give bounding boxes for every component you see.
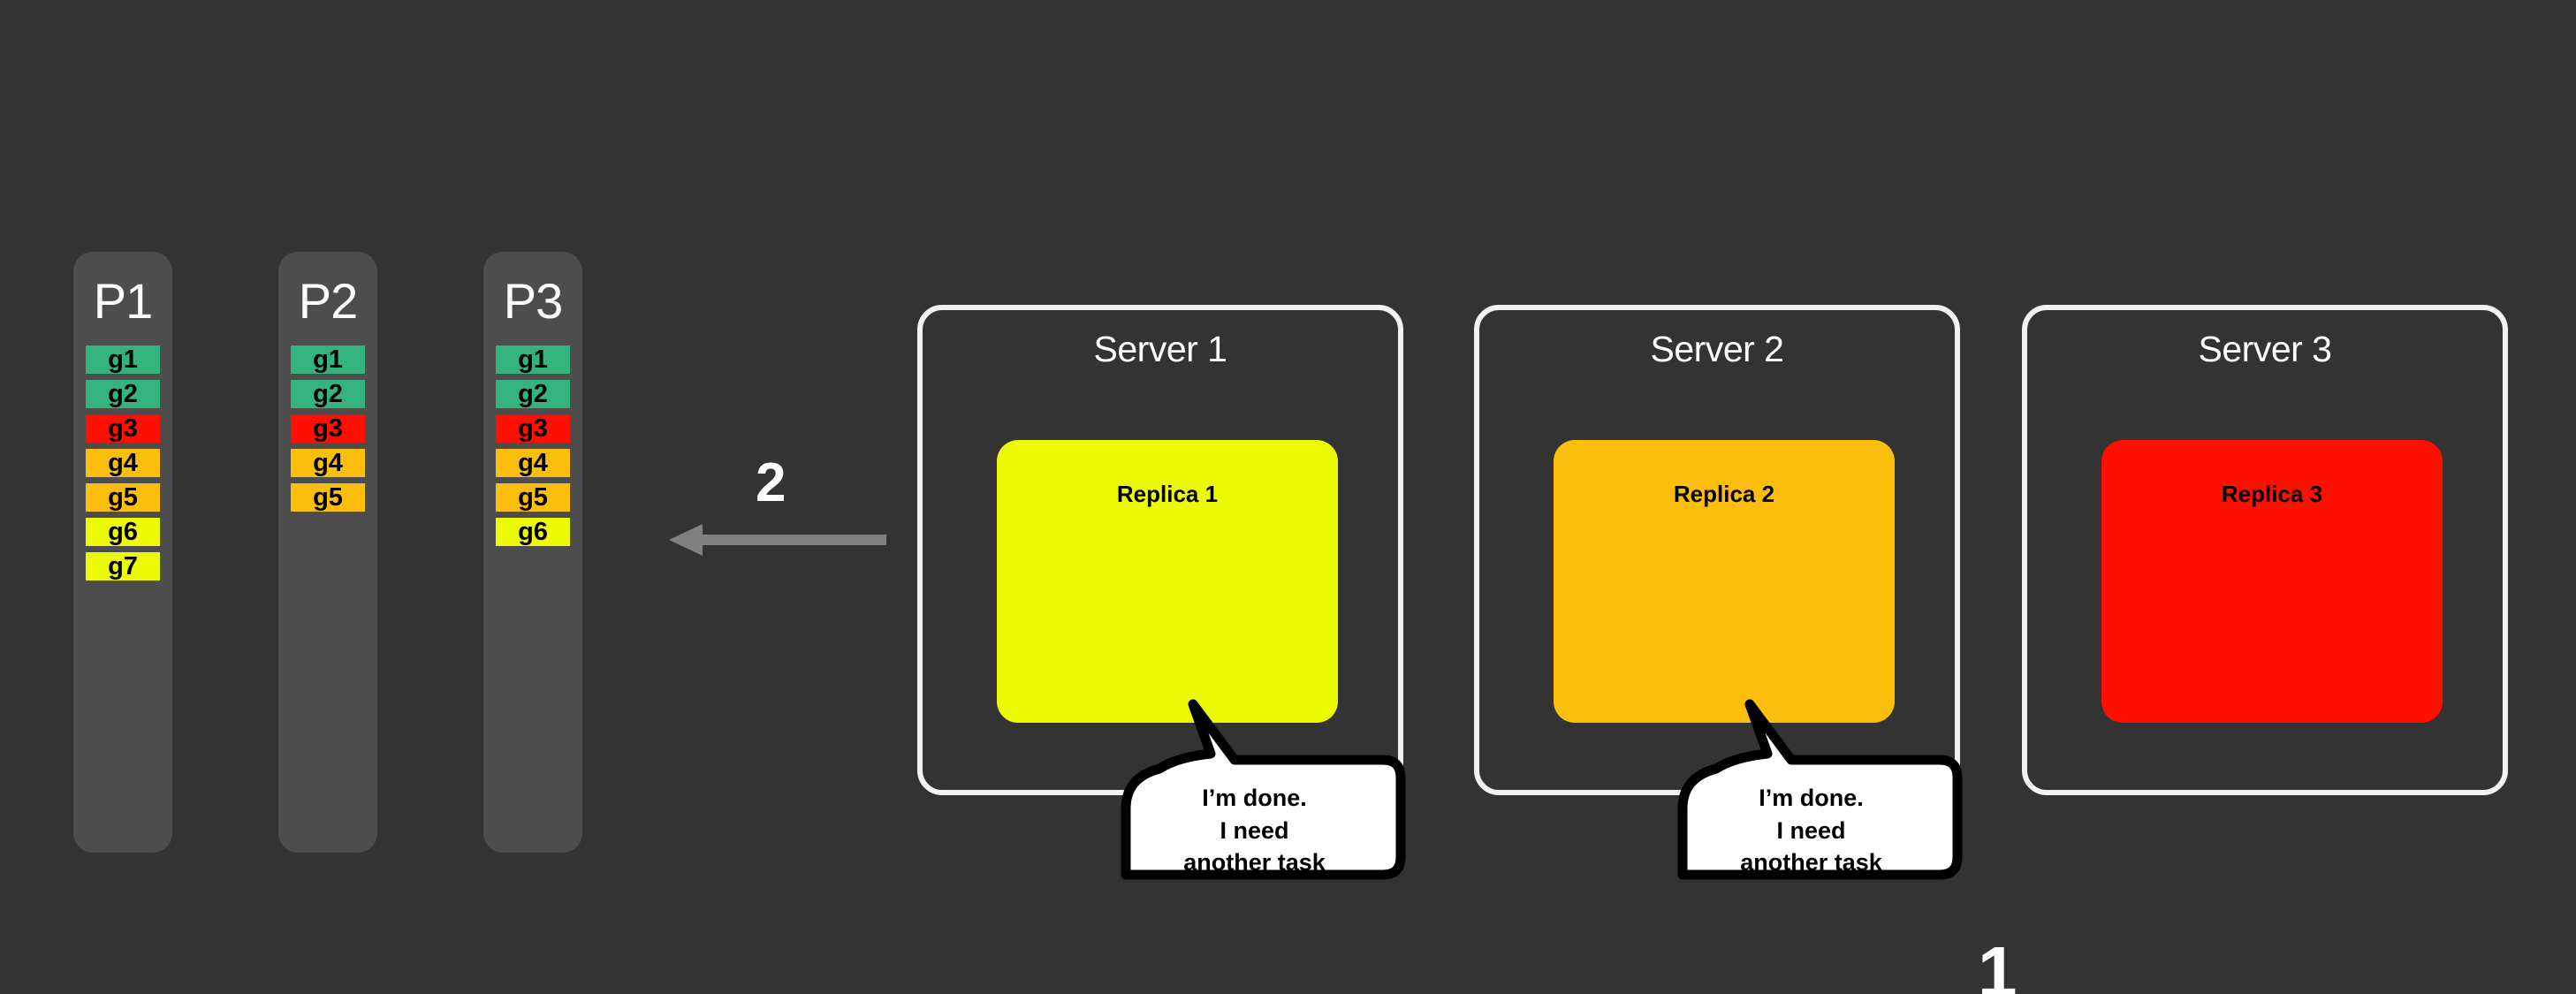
speech-bubble-shape [1677,699,1963,880]
speech-bubble-2: I’m done. I need another task [1663,685,1963,880]
replica-box-1: Replica 1 [997,440,1338,723]
group-block: g4 [291,449,365,477]
group-block: g5 [291,483,365,512]
server-label-2: Server 2 [1650,329,1784,369]
group-block: g3 [496,414,570,443]
server-box-3: Server 3 Replica 3 [2022,305,2508,795]
partition-column-p2: P2 g1 g2 g3 g4 g5 [278,252,377,853]
group-block: g1 [496,345,570,374]
server-box-2: Server 2 Replica 2 [1474,305,1960,795]
partition-column-p3: P3 g1 g2 g3 g4 g5 g6 [483,252,582,853]
group-block: g5 [86,483,160,512]
group-block: g1 [86,345,160,374]
step-number-2: 2 [756,452,786,513]
partition-label-p2: P2 [298,273,358,329]
replica-label-2: Replica 2 [1673,481,1775,507]
partition-label-p1: P1 [93,273,153,329]
server-label-1: Server 1 [1093,329,1227,369]
replica-label-1: Replica 1 [1116,481,1219,507]
step-number-1: 1 [1978,932,2017,994]
group-block: g1 [291,345,365,374]
partition-column-p1: P1 g1 g2 g3 g4 g5 g6 g7 [73,252,172,853]
group-block: g2 [496,380,570,408]
group-block: g4 [496,449,570,477]
group-block: g4 [86,449,160,477]
speech-bubble-text-2: I’m done. I need another task [1740,785,1882,876]
speech-bubble-text-1: I’m done. I need another task [1183,785,1326,876]
group-block: g7 [86,552,160,580]
group-block: g3 [291,414,365,443]
group-block: g2 [86,380,160,408]
replica-label-3: Replica 3 [2221,481,2323,507]
group-block: g3 [86,414,160,443]
replica-box-3: Replica 3 [2101,440,2443,723]
flow-arrow-left [667,521,888,558]
group-block: g5 [496,483,570,512]
speech-bubble-1: I’m done. I need another task [1106,685,1406,880]
replica-box-2: Replica 2 [1554,440,1895,723]
group-block: g2 [291,380,365,408]
group-block: g6 [86,518,160,546]
arrow-icon [669,524,886,556]
partition-label-p3: P3 [503,273,563,329]
server-box-1: Server 1 Replica 1 [917,305,1403,795]
server-label-3: Server 3 [2198,329,2332,369]
group-block: g6 [496,518,570,546]
speech-bubble-shape [1121,699,1406,880]
